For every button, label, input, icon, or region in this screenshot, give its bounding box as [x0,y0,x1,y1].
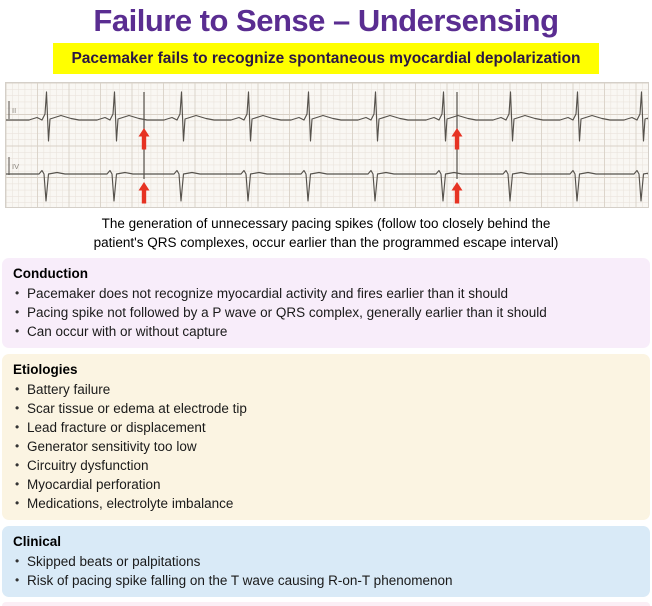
section-clinical-list: Skipped beats or palpitationsRisk of pac… [13,552,639,590]
list-item: Skipped beats or palpitations [13,552,639,571]
list-item: Lead fracture or displacement [13,418,639,437]
section-conduction: Conduction Pacemaker does not recognize … [2,258,650,348]
ecg-waveform-graphic: II IV [6,83,648,207]
list-item: Medications, electrolyte imbalance [13,494,639,513]
list-item: Risk of pacing spike falling on the T wa… [13,571,639,590]
pacing-spike-arrow-top [138,128,150,150]
section-etiologies-list: Battery failureScar tissue or edema at e… [13,380,639,513]
next-section-edge [2,602,650,606]
list-item: Can occur with or without capture [13,322,639,341]
list-item: Pacemaker does not recognize myocardial … [13,284,639,303]
ecg-caption-line1: The generation of unnecessary pacing spi… [101,216,551,231]
list-item: Pacing spike not followed by a P wave or… [13,303,639,322]
ecg-lead-label: IV [12,162,19,171]
list-item: Myocardial perforation [13,475,639,494]
pacing-spike-arrow-bottom [451,182,463,204]
subtitle-banner: Pacemaker fails to recognize spontaneous… [53,43,599,74]
ecg-lead-label: II [12,106,16,115]
list-item: Scar tissue or edema at electrode tip [13,399,639,418]
banner-row: Pacemaker fails to recognize spontaneous… [0,43,652,74]
pacing-spike-arrow-bottom [138,182,150,204]
section-clinical-header: Clinical [13,534,62,549]
list-item: Circuitry dysfunction [13,456,639,475]
section-conduction-header: Conduction [13,266,88,281]
section-clinical: Clinical Skipped beats or palpitationsRi… [2,526,650,597]
ecg-caption: The generation of unnecessary pacing spi… [0,214,652,252]
page-title: Failure to Sense – Undersensing [93,3,559,38]
list-item: Battery failure [13,380,639,399]
section-etiologies: Etiologies Battery failureScar tissue or… [2,354,650,520]
list-item: Generator sensitivity too low [13,437,639,456]
section-conduction-list: Pacemaker does not recognize myocardial … [13,284,639,341]
ecg-caption-line2: patient's QRS complexes, occur earlier t… [93,235,559,250]
ecg-strip-image: II IV [5,82,649,208]
section-etiologies-header: Etiologies [13,362,78,377]
pacing-spike-arrow-top [451,128,463,150]
